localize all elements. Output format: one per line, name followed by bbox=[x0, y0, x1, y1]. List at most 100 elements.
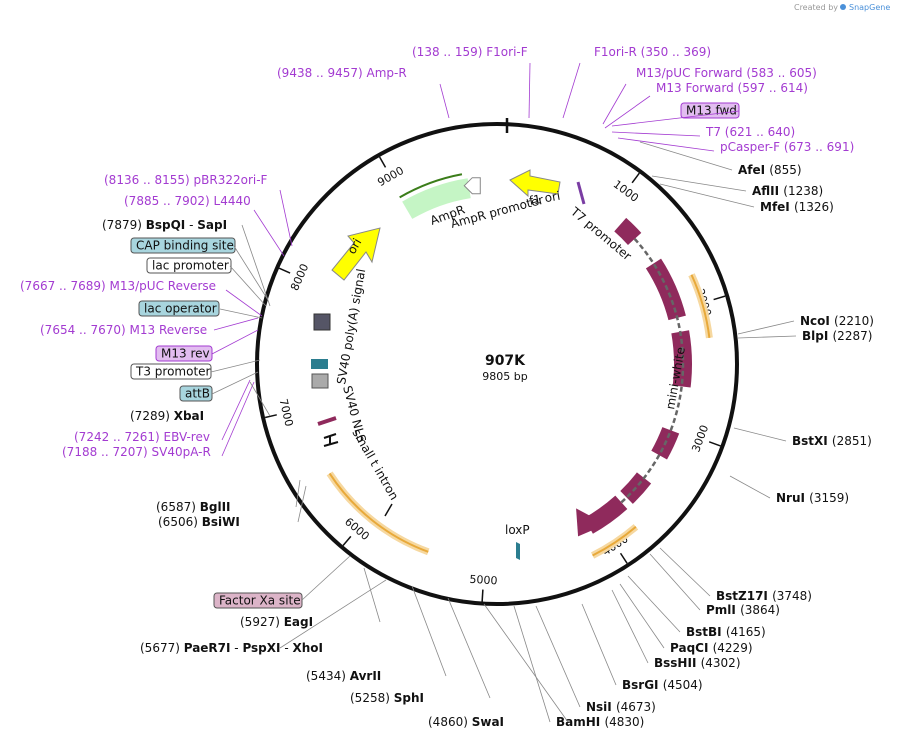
tick-mark bbox=[713, 295, 726, 301]
primer-leader bbox=[611, 131, 701, 137]
site-leader bbox=[249, 381, 271, 417]
leader-line bbox=[233, 245, 269, 301]
ori-label: ori bbox=[344, 236, 364, 257]
ampr-body bbox=[402, 178, 471, 220]
site-label-part: NruI bbox=[776, 491, 809, 505]
site-label: BstBI (4165) bbox=[686, 625, 766, 639]
leader-line bbox=[211, 329, 259, 355]
site-label-part: (6506) bbox=[158, 515, 202, 529]
cap-binding-site-box bbox=[130, 237, 236, 254]
site-leader bbox=[659, 183, 755, 208]
m13-rev-box bbox=[155, 345, 213, 362]
site-label: AfeI (855) bbox=[738, 163, 802, 177]
site-leader bbox=[279, 579, 387, 649]
primer-label: (7667 .. 7689) M13/pUC Reverse bbox=[20, 279, 216, 293]
attb-text: attB bbox=[185, 387, 210, 401]
site-label-part: EagI bbox=[284, 615, 313, 629]
site-label: NruI (3159) bbox=[776, 491, 849, 505]
feature-group bbox=[311, 169, 713, 560]
tick-mark bbox=[619, 552, 628, 564]
site-label-part: (2210) bbox=[834, 314, 874, 328]
primer-label: (138 .. 159) F1ori-F bbox=[412, 45, 528, 59]
primer-label-part: SV40pA-R bbox=[152, 445, 211, 459]
site-label-part: BspQI bbox=[146, 218, 186, 232]
site-label-part: (4504) bbox=[663, 678, 703, 692]
site-label-part: BglII bbox=[200, 500, 231, 514]
loxp-mark bbox=[516, 542, 520, 560]
tick-label: 1000 bbox=[611, 178, 641, 205]
dash-mark bbox=[384, 503, 393, 517]
site-leader bbox=[581, 603, 617, 686]
site-label: BssHII (4302) bbox=[654, 656, 741, 670]
plasmid-length: 9805 bp bbox=[482, 370, 527, 383]
site-label-part: SapI bbox=[197, 218, 227, 232]
site-leader bbox=[363, 567, 381, 623]
site-label-part: PaqCI bbox=[670, 641, 713, 655]
site-label: (5927) EagI bbox=[240, 615, 313, 629]
primer-label-part: (138 .. 159) bbox=[412, 45, 486, 59]
orf-arc bbox=[690, 274, 711, 338]
site-label-part: NsiI bbox=[586, 700, 616, 714]
site-leader bbox=[737, 335, 797, 339]
t3-promoter-text: T3 promoter bbox=[135, 365, 211, 379]
attb-block bbox=[311, 359, 328, 369]
orf-arc bbox=[592, 526, 637, 557]
site-label-part: AflII bbox=[752, 184, 783, 198]
factor-xa-site-box bbox=[213, 592, 303, 609]
site-leader bbox=[729, 475, 771, 499]
primer-label-part: (7188 .. 7207) bbox=[62, 445, 152, 459]
primer-leader bbox=[604, 95, 651, 129]
tick-mark bbox=[631, 172, 640, 184]
site-label-part: (2287) bbox=[833, 329, 873, 343]
primer-label: T7 (621 .. 640) bbox=[705, 125, 795, 139]
tick-label: 7000 bbox=[277, 398, 296, 428]
primer-label-part: (8136 .. 8155) bbox=[104, 173, 194, 187]
primer-label: F1ori-R (350 .. 369) bbox=[594, 45, 711, 59]
site-label-part: NcoI bbox=[800, 314, 834, 328]
site-label-part: (4302) bbox=[701, 656, 741, 670]
site-label-part: - bbox=[185, 218, 197, 232]
primer-label-part: (621 .. 640) bbox=[725, 125, 795, 139]
leader-line bbox=[219, 308, 263, 319]
tick-mark bbox=[264, 414, 277, 419]
tick-label: 3000 bbox=[689, 423, 711, 454]
site-leader bbox=[639, 141, 733, 171]
mini-white-exon bbox=[614, 217, 642, 246]
site-leader bbox=[611, 589, 649, 664]
lac-promoter-text: lac promoter bbox=[152, 259, 229, 273]
site-label-part: BsiWI bbox=[202, 515, 240, 529]
primer-label-part: pCasper-F bbox=[720, 140, 784, 154]
site-label-part: BstZ17I bbox=[716, 589, 772, 603]
backbone-circle bbox=[255, 122, 739, 606]
site-leader bbox=[733, 427, 787, 442]
primer-leader bbox=[221, 381, 255, 457]
primer-label: M13 Forward (597 .. 614) bbox=[656, 81, 808, 95]
tick-label: 9000 bbox=[375, 164, 406, 189]
site-label-part: - bbox=[230, 641, 242, 655]
primer-label: pCasper-F (673 .. 691) bbox=[720, 140, 854, 154]
primer-label-part: (7667 .. 7689) bbox=[20, 279, 110, 293]
primer-label-part: M13/pUC Forward bbox=[636, 66, 746, 80]
site-label-part: (2851) bbox=[832, 434, 872, 448]
site-label-part: (4860) bbox=[428, 715, 472, 729]
primer-label-part: M13/pUC Reverse bbox=[110, 279, 217, 293]
tick-mark bbox=[378, 156, 387, 168]
leader-line bbox=[229, 265, 267, 307]
snapgene-logo-icon bbox=[840, 4, 846, 10]
site-label-part: PspXI bbox=[242, 641, 280, 655]
f1-ori-arrow bbox=[509, 169, 561, 198]
ampr-orf-line bbox=[399, 173, 463, 199]
site-label-part: (7879) bbox=[102, 218, 146, 232]
site-leader bbox=[483, 603, 569, 723]
site-label: (7289) XbaI bbox=[130, 409, 204, 423]
primer-label-part: EBV-rev bbox=[164, 430, 210, 444]
site-label: (4860) SwaI bbox=[428, 715, 504, 729]
site-label: (6506) BsiWI bbox=[158, 515, 240, 529]
gray-block bbox=[311, 373, 329, 389]
site-leader bbox=[651, 175, 747, 192]
site-label-part: (1326) bbox=[794, 200, 834, 214]
site-leader bbox=[619, 583, 665, 649]
primer-label: (7654 .. 7670) M13 Reverse bbox=[40, 323, 207, 337]
site-label: MfeI (1326) bbox=[760, 200, 834, 214]
factor-xa-site-text: Factor Xa site bbox=[219, 594, 301, 608]
